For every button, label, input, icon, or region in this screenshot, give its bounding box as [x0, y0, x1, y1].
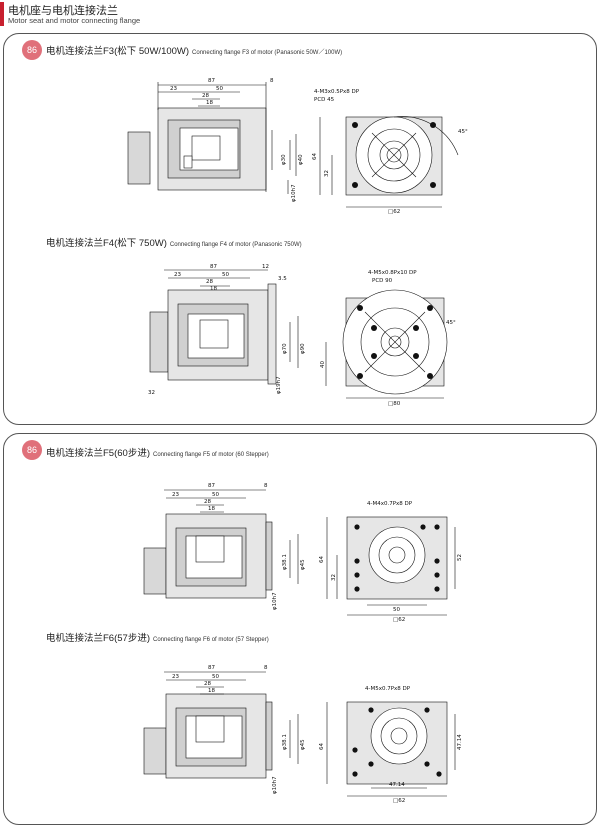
page-header: 电机座与电机连接法兰 Motor seat and motor connecti… — [0, 0, 600, 28]
f6-side-drawing: 87 23 50 28 18 8 φ38.1 φ45 φ10h7 — [143, 665, 306, 794]
f3-dim-87: 87 — [208, 78, 215, 84]
f5-dim-tap: 4-M4x0.7Px8 DP — [367, 501, 413, 507]
f4-front-drawing: 4-M5x0.8Px10 DP PCD 90 40 □80 45° — [320, 270, 456, 407]
f3-dim-64: 64 — [312, 153, 318, 160]
f3-dim-tap: 4-M3x0.5Px8 DP — [314, 89, 360, 95]
f3-dim-28: 28 — [202, 93, 209, 99]
f5-dim-23: 23 — [172, 492, 179, 498]
f5-front-drawing: 4-M4x0.7Px8 DP 64 32 52 50 □62 — [319, 501, 463, 623]
f4-dim-28: 28 — [206, 279, 213, 285]
f6-dim-47-14-v: 47.14 — [457, 734, 463, 750]
f6-dim-dia: φ38.1 — [282, 734, 288, 750]
f4-subtitle: Connecting flange F4 of motor (Panasonic… — [169, 242, 302, 248]
f6-dim-50: 50 — [212, 674, 219, 680]
f6-dim-64: 64 — [319, 743, 325, 750]
f6-dim-87: 87 — [208, 665, 215, 671]
f3-front-drawing: 4-M3x0.5Px8 DP PCD 45 64 32 □62 45° — [312, 89, 468, 215]
section-title-f4: 电机连接法兰F4(松下 750W)Connecting flange F4 of… — [46, 235, 302, 249]
f5-dim-32: 32 — [331, 574, 337, 581]
f4-dim-dia: φ70 — [282, 343, 288, 354]
f5-dim-dia: φ38.1 — [282, 554, 288, 570]
f3-dim-32: 32 — [324, 170, 330, 177]
f5-dim-64: 64 — [319, 556, 325, 563]
f6-title: 电机连接法兰F6(57步进) — [46, 633, 150, 644]
f4-dim-87: 87 — [210, 264, 217, 270]
f6-dim-47-14-h: 47.14 — [389, 782, 405, 788]
f4-dim-3-5: 3.5 — [278, 276, 287, 282]
page-subtitle: Motor seat and motor connecting flange — [8, 16, 141, 25]
f5-dim-dia2: φ45 — [300, 559, 306, 570]
f4-title: 电机连接法兰F4(松下 750W) — [46, 238, 167, 249]
f6-dim-23: 23 — [172, 674, 179, 680]
f3-dim-dia: φ30 — [281, 154, 287, 165]
card-stepper-flanges: 86 电机连接法兰F5(60步进)Connecting flange F5 of… — [3, 433, 597, 825]
f3-dim-dia3: φ10h7 — [291, 184, 297, 202]
f3-side-drawing: 87 23 50 28 18 8 φ30 φ40 φ10h7 — [127, 78, 304, 202]
f4-dim-tap: 4-M5x0.8Px10 DP — [368, 270, 417, 276]
f3-dim-18: 18 — [206, 100, 213, 106]
f3-dim-sq: □62 — [388, 209, 400, 215]
page-number-badge: 86 — [22, 40, 42, 60]
f5-dim-87: 87 — [208, 483, 215, 489]
f6-dim-sq: □62 — [393, 798, 405, 804]
f3-title: 电机连接法兰F3(松下 50W/100W) — [46, 46, 190, 57]
page-number-badge: 86 — [22, 440, 42, 460]
f6-dim-8: 8 — [264, 665, 268, 671]
header-accent-bar — [0, 2, 4, 26]
f5-dim-18: 18 — [208, 506, 215, 512]
f4-dim-pcd: PCD 90 — [372, 278, 393, 284]
f3-dim-angle: 45° — [458, 129, 468, 135]
f6-front-drawing: 4-M5x0.7Px8 DP 64 47.14 47.14 □62 — [319, 686, 463, 804]
f4-dim-dia3: φ19h7 — [276, 376, 282, 394]
f4-dim-dia2: φ90 — [300, 343, 306, 354]
section-title-f3: 电机连接法兰F3(松下 50W/100W)Connecting flange F… — [46, 43, 342, 57]
f6-dim-dia2: φ45 — [300, 739, 306, 750]
f5-dim-8: 8 — [264, 483, 268, 489]
f3-dim-pcd: PCD 45 — [314, 97, 335, 103]
f4-dim-12: 12 — [262, 264, 269, 270]
f3-dim-50: 50 — [216, 86, 223, 92]
f3-subtitle: Connecting flange F3 of motor (Panasonic… — [192, 50, 343, 56]
f6-dim-28: 28 — [204, 681, 211, 687]
page-title: 电机座与电机连接法兰 — [8, 5, 118, 17]
f6-subtitle: Connecting flange F6 of motor (57 Steppe… — [152, 637, 269, 643]
f6-dim-dia3: φ10h7 — [272, 776, 278, 794]
f4-dim-23: 23 — [174, 272, 181, 278]
f5-subtitle: Connecting flange F5 of motor (60 Steppe… — [152, 452, 269, 458]
f5-dim-dia3: φ10h7 — [272, 592, 278, 610]
f6-dim-18: 18 — [208, 688, 215, 694]
f6-dim-tap: 4-M5x0.7Px8 DP — [365, 686, 411, 692]
f5-side-drawing: 87 23 50 28 18 8 φ38.1 φ45 φ10h7 — [143, 483, 306, 610]
f4-dim-32: 32 — [148, 390, 155, 396]
card-panasonic-flanges: 86 电机连接法兰F3(松下 50W/100W)Connecting flang… — [3, 33, 597, 425]
f5-title: 电机连接法兰F5(60步进) — [46, 448, 150, 459]
f5-dim-sq: □62 — [393, 617, 405, 623]
section-title-f5: 电机连接法兰F5(60步进)Connecting flange F5 of mo… — [46, 445, 269, 459]
f3-dim-23: 23 — [170, 86, 177, 92]
f4-side-drawing: 87 23 50 28 18 12 3.5 φ70 φ90 φ19h7 32 — [148, 264, 306, 396]
f4-dim-50: 50 — [222, 272, 229, 278]
f4-dim-angle: 45° — [446, 320, 456, 326]
f5-dim-52: 52 — [457, 554, 463, 561]
f5-dim-50: 50 — [393, 607, 400, 613]
f4-dim-sq: □80 — [388, 401, 401, 407]
f5-dim-50: 50 — [212, 492, 219, 498]
section-title-f6: 电机连接法兰F6(57步进)Connecting flange F6 of mo… — [46, 630, 269, 644]
f3-dim-8: 8 — [270, 78, 274, 84]
f5-dim-28: 28 — [204, 499, 211, 505]
f4-dim-18: 18 — [210, 286, 217, 292]
f4-dim-40: 40 — [320, 361, 326, 368]
f3-dim-dia2: φ40 — [298, 154, 304, 165]
